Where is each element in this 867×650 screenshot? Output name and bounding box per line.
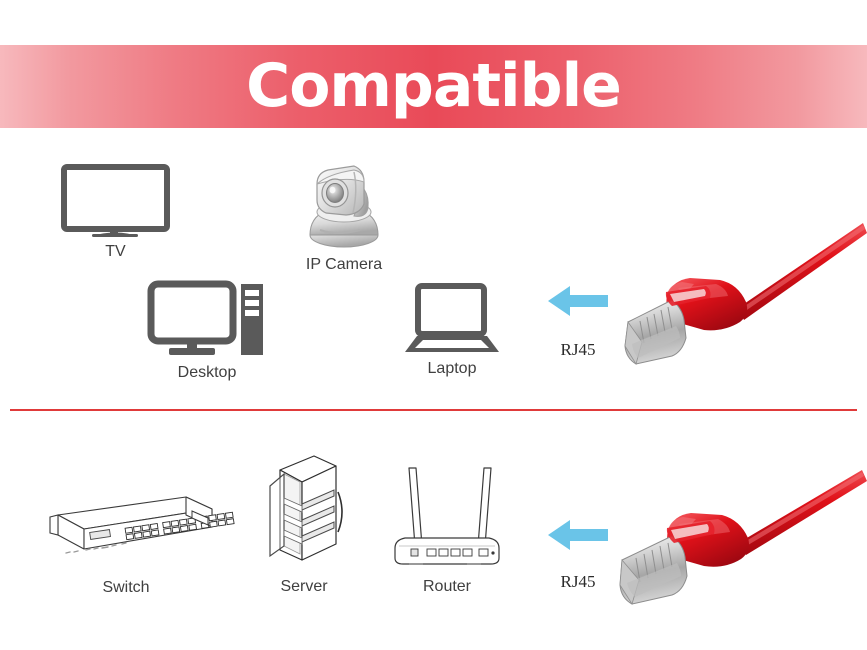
device-ip-camera: IP Camera [298,160,390,274]
device-label-switch: Switch [102,579,150,596]
switch-icon [36,487,235,567]
device-server: Server [262,452,346,596]
device-label-desktop: Desktop [177,364,237,381]
connector-label-bottom: RJ45 [560,572,596,591]
device-label-ip-camera: IP Camera [305,256,383,273]
arrow-left-icon-bottom [546,517,610,553]
connector-label-top: RJ45 [560,340,596,359]
device-laptop: Laptop [404,283,500,378]
rj45-red-cable-bottom [606,448,867,618]
desktop-icon [147,280,266,360]
device-switch: Switch [36,487,235,597]
page-title: Compatible [246,51,622,121]
device-desktop: Desktop [147,280,266,382]
device-tv: TV [58,164,173,261]
rj45-red-cable-top [620,222,867,367]
router-icon [389,462,505,572]
device-label-server: Server [280,578,328,595]
device-label-tv: TV [105,243,126,260]
arrow-left-icon-top [546,283,610,319]
device-label-router: Router [422,578,472,595]
server-rack-icon [262,452,346,570]
laptop-icon [404,283,500,356]
section-divider [10,409,857,411]
device-label-laptop: Laptop [427,360,477,377]
ip-camera-icon [298,160,390,252]
tv-icon [58,164,173,239]
header-banner [0,45,867,128]
device-router: Router [389,462,505,596]
